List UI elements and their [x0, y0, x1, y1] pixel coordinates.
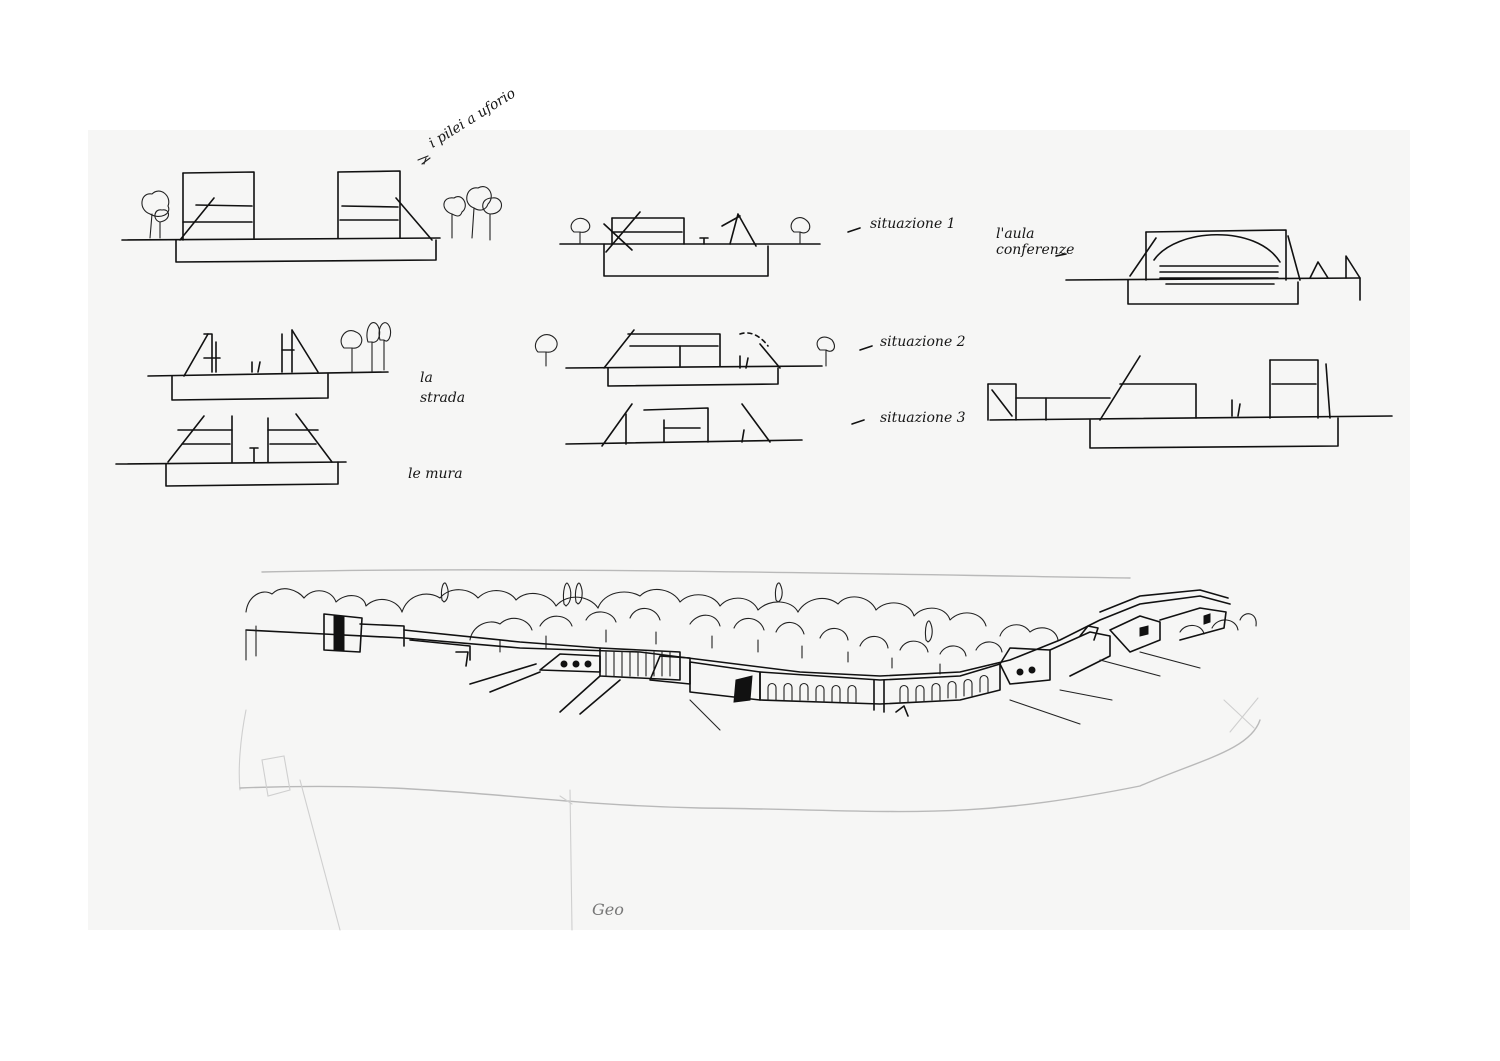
- scribble: [423, 157, 427, 165]
- annotation-la-strada: la strada: [420, 370, 466, 406]
- section-le-mura: [115, 413, 347, 487]
- annotation-bottom: Geo: [592, 900, 624, 919]
- section-a: [121, 155, 503, 263]
- section-aula-conferenze: [1055, 229, 1361, 305]
- sketch-paper: [88, 130, 1410, 930]
- annotation-situazione-2: situazione 2: [880, 334, 966, 350]
- section-situazione-1: [559, 211, 861, 277]
- section-right-middle: [987, 355, 1393, 449]
- annotation-le-mura: le mura: [408, 466, 463, 482]
- section-situazione-2: [534, 329, 873, 387]
- section-la-strada: [147, 322, 392, 401]
- section-situazione-3: [565, 403, 865, 447]
- annotation-situazione-1: situazione 1: [870, 216, 956, 232]
- annotation-situazione-3: situazione 3: [880, 410, 966, 426]
- aerial-perspective: [238, 569, 1261, 931]
- annotation-aula-conferenze: l'aula conferenze: [996, 226, 1075, 258]
